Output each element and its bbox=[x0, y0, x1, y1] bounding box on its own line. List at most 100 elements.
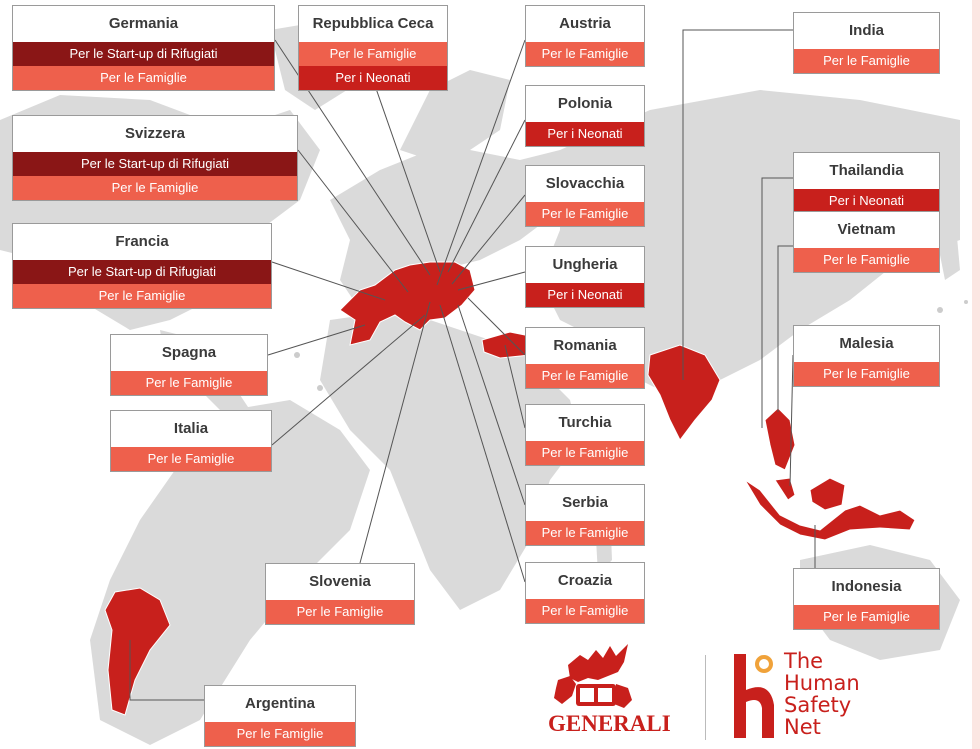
hsn-line: Safety bbox=[784, 693, 852, 717]
country-card-croazia: Croazia Per le Famiglie bbox=[525, 562, 645, 624]
program-tag: Per i Neonati bbox=[794, 189, 939, 213]
malaysia-highlight-region bbox=[774, 477, 796, 501]
connector-svizzera bbox=[297, 149, 409, 293]
country-card-slovacchia: Slovacchia Per le Famiglie bbox=[525, 165, 645, 227]
hsn-line: Human bbox=[784, 671, 860, 695]
connector-india bbox=[682, 29, 793, 380]
connector-serbia bbox=[457, 304, 526, 506]
country-card-india: India Per le Famiglie bbox=[793, 12, 940, 74]
country-name: Argentina bbox=[244, 695, 315, 712]
country-name: Slovacchia bbox=[545, 175, 625, 192]
program-tag: Per le Start-up di Rifugiati bbox=[13, 42, 274, 66]
program-tag: Per le Famiglie bbox=[111, 371, 267, 395]
program-tag: Per i Neonati bbox=[299, 66, 447, 90]
program-tag: Per i Neonati bbox=[526, 283, 644, 307]
program-tag: Per le Famiglie bbox=[526, 521, 644, 545]
country-card-malesia: Malesia Per le Famiglie bbox=[793, 325, 940, 387]
country-card-indonesia: Indonesia Per le Famiglie bbox=[793, 568, 940, 630]
human-safety-net-logo bbox=[734, 654, 774, 738]
connector-polonia bbox=[447, 119, 526, 273]
program-tag: Per le Famiglie bbox=[13, 284, 271, 308]
country-name: Repubblica Ceca bbox=[312, 15, 434, 32]
connector-slovenia bbox=[359, 301, 431, 564]
program-tag: Per le Famiglie bbox=[794, 248, 939, 272]
country-name: Vietnam bbox=[837, 221, 896, 238]
country-card-slovenia: Slovenia Per le Famiglie bbox=[265, 563, 415, 625]
hsn-line: The bbox=[784, 649, 824, 673]
country-name: Indonesia bbox=[831, 578, 902, 595]
program-tag: Per le Famiglie bbox=[526, 364, 644, 388]
generali-wordmark: GENERALI bbox=[548, 711, 671, 736]
south-america-landmass bbox=[90, 400, 370, 745]
japan-landmass bbox=[935, 215, 960, 280]
connector-francia bbox=[271, 261, 386, 301]
program-tag: Per le Famiglie bbox=[526, 599, 644, 623]
india-highlight-region bbox=[647, 344, 721, 441]
program-tag: Per le Start-up di Rifugiati bbox=[13, 260, 271, 284]
connector-malesia bbox=[789, 354, 794, 487]
country-card-turchia: Turchia Per le Famiglie bbox=[525, 404, 645, 466]
program-tag: Per le Famiglie bbox=[13, 66, 274, 90]
country-name: Thailandia bbox=[829, 162, 904, 179]
country-name: Romania bbox=[553, 337, 617, 354]
country-name: Slovenia bbox=[309, 573, 371, 590]
program-tag: Per le Famiglie bbox=[794, 362, 939, 386]
connector-turchia bbox=[504, 344, 526, 429]
program-tag: Per le Famiglie bbox=[526, 42, 644, 66]
country-name: Svizzera bbox=[124, 125, 186, 142]
connector-spagna bbox=[267, 324, 366, 356]
country-name: Ungheria bbox=[552, 256, 618, 273]
brand-divider bbox=[705, 655, 706, 740]
country-name: Italia bbox=[173, 420, 209, 437]
southeast-asia-highlight-region bbox=[764, 407, 796, 471]
program-tag: Per le Famiglie bbox=[526, 441, 644, 465]
country-name: Croazia bbox=[557, 572, 613, 589]
connector-italia bbox=[271, 314, 426, 446]
country-card-ungheria: Ungheria Per i Neonati bbox=[525, 246, 645, 308]
program-tag: Per le Famiglie bbox=[266, 600, 414, 624]
europe-highlight-region bbox=[339, 261, 476, 346]
country-card-spagna: Spagna Per le Famiglie bbox=[110, 334, 268, 396]
country-name: Francia bbox=[115, 233, 169, 250]
map-dot bbox=[964, 300, 968, 304]
connector-repubblica-ceca bbox=[371, 76, 441, 273]
borneo-highlight-region bbox=[809, 477, 846, 511]
map-dot bbox=[937, 307, 943, 313]
hsn-line: Net bbox=[784, 715, 821, 739]
scandinavia-landmass bbox=[400, 70, 510, 160]
program-tag: Per le Famiglie bbox=[205, 722, 355, 746]
connector-vietnam bbox=[777, 245, 793, 412]
country-card-romania: Romania Per le Famiglie bbox=[525, 327, 645, 389]
country-name: Turchia bbox=[558, 414, 612, 431]
country-name: Malesia bbox=[839, 335, 894, 352]
country-card-germania: Germania Per le Start-up di Rifugiati Pe… bbox=[12, 5, 275, 91]
program-tag: Per le Start-up di Rifugiati bbox=[13, 152, 297, 176]
country-card-argentina: Argentina Per le Famiglie bbox=[204, 685, 356, 747]
connector-ungheria bbox=[457, 271, 526, 291]
hsn-wordmark: The Human Safety Net bbox=[784, 650, 860, 738]
country-card-austria: Austria Per le Famiglie bbox=[525, 5, 645, 67]
connector-romania bbox=[467, 297, 526, 356]
indonesia-highlight-region bbox=[744, 479, 916, 541]
country-name: Serbia bbox=[562, 494, 608, 511]
program-tag: Per le Famiglie bbox=[794, 605, 939, 629]
connector-thailandia bbox=[761, 177, 793, 428]
country-card-thailandia: Thailandia Per i Neonati bbox=[793, 152, 940, 214]
connector-argentina bbox=[129, 640, 204, 701]
country-card-polonia: Polonia Per i Neonati bbox=[525, 85, 645, 147]
country-card-francia: Francia Per le Start-up di Rifugiati Per… bbox=[12, 223, 272, 309]
country-name: Austria bbox=[559, 15, 611, 32]
country-card-italia: Italia Per le Famiglie bbox=[110, 410, 272, 472]
country-card-svizzera: Svizzera Per le Start-up di Rifugiati Pe… bbox=[12, 115, 298, 201]
generali-lion-logo bbox=[554, 644, 632, 708]
program-tag: Per le Famiglie bbox=[299, 42, 447, 66]
country-card-repubblica-ceca: Repubblica Ceca Per le Famiglie Per i Ne… bbox=[298, 5, 448, 91]
program-tag: Per le Famiglie bbox=[111, 447, 271, 471]
program-tag: Per le Famiglie bbox=[526, 202, 644, 226]
country-name: Germania bbox=[108, 15, 179, 32]
program-tag: Per le Famiglie bbox=[794, 49, 939, 73]
country-card-vietnam: Vietnam Per le Famiglie bbox=[793, 211, 940, 273]
program-tag: Per le Famiglie bbox=[13, 176, 297, 200]
map-dot bbox=[294, 352, 300, 358]
right-edge-stripe bbox=[972, 0, 980, 749]
